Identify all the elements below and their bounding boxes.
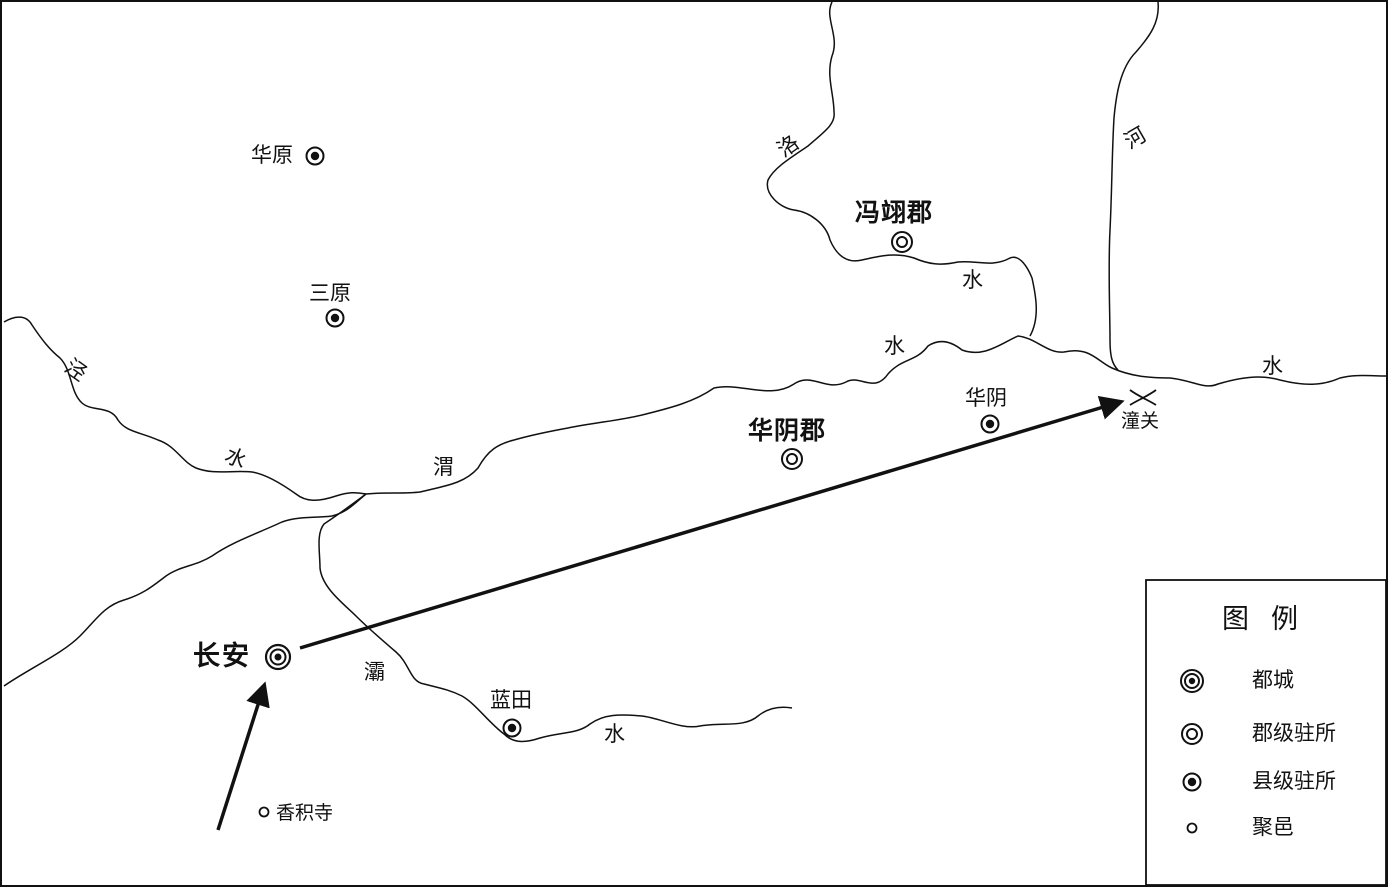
legend-settlement-symbol bbox=[1186, 822, 1198, 834]
label-changan: 长安 bbox=[193, 641, 251, 672]
legend-label-county: 县级驻所 bbox=[1252, 769, 1336, 793]
label-huayin: 华阴 bbox=[965, 386, 1007, 410]
label-fengyi-jun: 冯翊郡 bbox=[855, 198, 934, 227]
sanyuan-county-marker bbox=[325, 308, 345, 328]
wei-river bbox=[3, 335, 1387, 687]
label-huayuan: 华原 bbox=[251, 143, 293, 167]
route-arrow-xiangjisi-changan bbox=[216, 681, 270, 831]
changan-capital-marker bbox=[264, 643, 292, 671]
label-ba-char-2: 水 bbox=[604, 722, 625, 746]
huayuan-county-marker bbox=[305, 146, 325, 166]
xiangjisi-settlement-marker bbox=[258, 806, 270, 818]
label-ba-char-1: 灞 bbox=[364, 660, 385, 684]
label-xiangjisi: 香积寺 bbox=[276, 802, 334, 824]
label-lantian: 蓝田 bbox=[490, 688, 532, 712]
label-luo-char-2: 水 bbox=[962, 268, 983, 292]
tongguan-pass-marker bbox=[1129, 389, 1157, 406]
legend-commandery-symbol bbox=[1181, 723, 1203, 745]
legend-label-capital: 都城 bbox=[1252, 668, 1294, 692]
jing-river bbox=[3, 316, 367, 501]
lantian-county-marker bbox=[502, 718, 522, 738]
label-he-char-2: 水 bbox=[1262, 354, 1283, 378]
huayin-commandery-marker bbox=[781, 448, 803, 470]
luo-river bbox=[766, 1, 1037, 337]
fengyi-commandery-marker bbox=[891, 231, 913, 253]
route-arrow-changan-tongguan bbox=[299, 395, 1125, 650]
huayin-county-marker bbox=[980, 414, 1000, 434]
legend-label-commandery: 郡级驻所 bbox=[1252, 721, 1336, 745]
he-river bbox=[1108, 1, 1159, 371]
label-wei-char-1: 渭 bbox=[433, 455, 454, 479]
legend-county-symbol bbox=[1182, 772, 1202, 792]
label-huayin-jun: 华阴郡 bbox=[748, 416, 827, 445]
label-tongguan: 潼关 bbox=[1121, 410, 1160, 432]
label-sanyuan: 三原 bbox=[309, 281, 351, 305]
label-wei-char-2: 水 bbox=[884, 334, 905, 358]
ba-river bbox=[318, 493, 793, 743]
legend-label-settlement: 聚邑 bbox=[1252, 815, 1294, 839]
legend-capital-symbol bbox=[1180, 669, 1204, 693]
legend-title: 图例 bbox=[1222, 604, 1320, 635]
